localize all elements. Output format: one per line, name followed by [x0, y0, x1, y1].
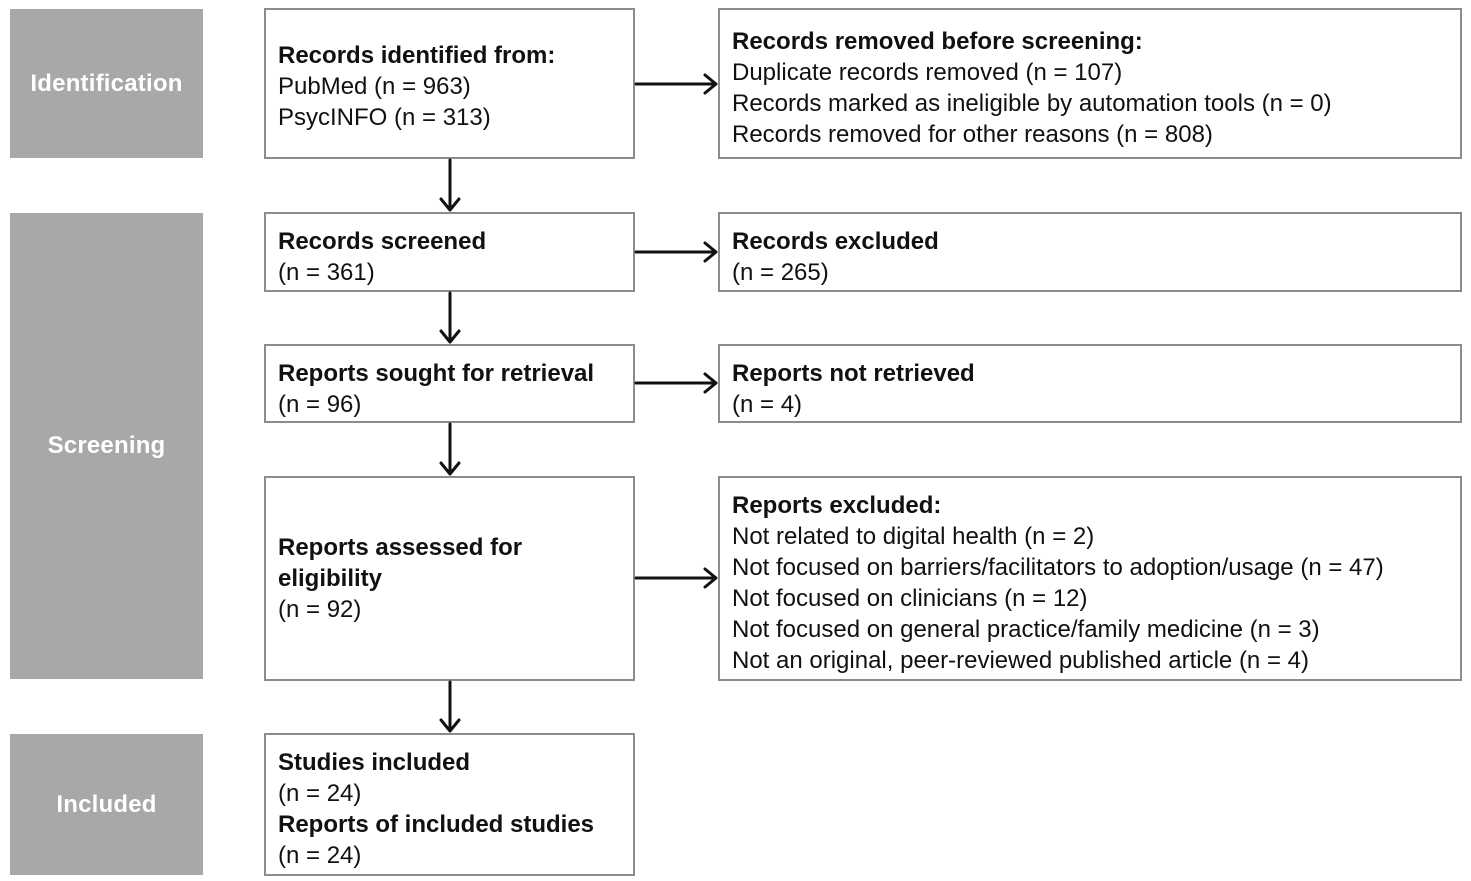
reports-excluded-reason-5: Not an original, peer-reviewed published… — [732, 647, 1309, 674]
reports-assessed-title-line2: eligibility — [278, 565, 383, 592]
stage-screening: Screening — [10, 213, 203, 679]
records-excluded-box: Records excluded (n = 265) — [718, 212, 1462, 292]
stage-included: Included — [10, 734, 203, 875]
reports-not-retrieved-count: (n = 4) — [732, 391, 803, 418]
reports-excluded-title: Reports excluded: — [732, 492, 942, 519]
records-removed-duplicates: Duplicate records removed (n = 107) — [732, 59, 1123, 86]
records-removed-box: Records removed before screening: Duplic… — [718, 8, 1462, 159]
reports-excluded-reason-4: Not focused on general practice/family m… — [732, 616, 1320, 643]
stage-included-label: Included — [56, 790, 157, 818]
reports-excluded-reason-3: Not focused on clinicians (n = 12) — [732, 585, 1088, 612]
records-identified-box: Records identified from: PubMed (n = 963… — [264, 8, 635, 159]
arrow-screened-to-excluded — [634, 241, 718, 263]
stage-screening-label: Screening — [47, 432, 166, 459]
reports-excluded-reason-2: Not focused on barriers/facilitators to … — [732, 554, 1384, 581]
studies-included-title: Studies included — [278, 749, 471, 776]
stage-identification-label: Identification — [30, 69, 183, 97]
reports-not-retrieved-box: Reports not retrieved (n = 4) — [718, 344, 1462, 423]
arrow-sought-to-assessed — [439, 422, 461, 476]
records-excluded-title: Records excluded — [732, 228, 939, 255]
reports-included-count: (n = 24) — [278, 842, 362, 869]
reports-included-title: Reports of included studies — [278, 811, 595, 838]
records-excluded-count: (n = 265) — [732, 259, 829, 286]
records-identified-pubmed: PubMed (n = 963) — [278, 73, 471, 100]
records-removed-title: Records removed before screening: — [732, 28, 1143, 55]
arrow-assessed-to-reports-excluded — [634, 567, 718, 589]
records-screened-box: Records screened (n = 361) — [264, 212, 635, 292]
stage-identification: Identification — [10, 9, 203, 158]
studies-included-box: Studies included (n = 24) Reports of inc… — [264, 733, 635, 876]
reports-assessed-count: (n = 92) — [278, 596, 362, 623]
records-screened-title: Records screened — [278, 228, 487, 255]
records-removed-other: Records removed for other reasons (n = 8… — [732, 121, 1213, 148]
records-removed-automation: Records marked as ineligible by automati… — [732, 90, 1332, 117]
reports-assessed-title-line1: Reports assessed for — [278, 534, 523, 561]
reports-excluded-box: Reports excluded: Not related to digital… — [718, 476, 1462, 681]
arrow-identified-to-removed — [634, 73, 718, 95]
records-screened-count: (n = 361) — [278, 259, 375, 286]
reports-sought-title: Reports sought for retrieval — [278, 360, 595, 387]
arrow-assessed-to-included — [439, 680, 461, 733]
reports-sought-count: (n = 96) — [278, 391, 362, 418]
reports-excluded-reason-1: Not related to digital health (n = 2) — [732, 523, 1095, 550]
arrow-sought-to-not-retrieved — [634, 372, 718, 394]
records-identified-psycinfo: PsycINFO (n = 313) — [278, 104, 491, 131]
records-identified-title: Records identified from: — [278, 42, 556, 69]
reports-assessed-box: Reports assessed for eligibility (n = 92… — [264, 476, 635, 681]
arrow-identified-to-screened — [439, 158, 461, 212]
arrow-screened-to-sought — [439, 291, 461, 344]
studies-included-count: (n = 24) — [278, 780, 362, 807]
reports-not-retrieved-title: Reports not retrieved — [732, 360, 975, 387]
reports-sought-box: Reports sought for retrieval (n = 96) — [264, 344, 635, 423]
